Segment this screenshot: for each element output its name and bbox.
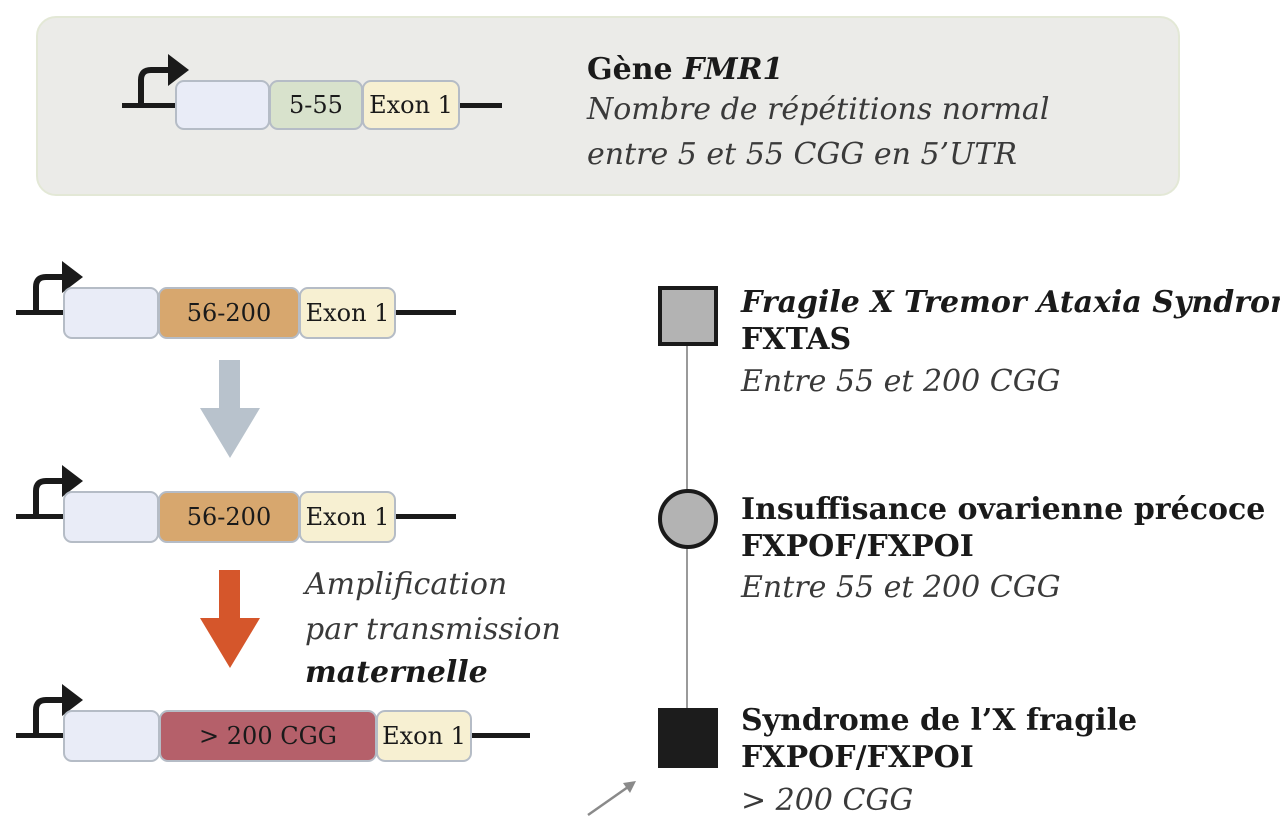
promoter-arrow-icon	[33, 684, 83, 735]
exon-label: Exon 1	[369, 91, 453, 119]
exon-box: Exon 1	[362, 80, 460, 130]
promoter-arrow-icon	[33, 261, 83, 312]
promoter-box	[63, 491, 159, 543]
header-title-prefix: Gène	[587, 52, 684, 87]
header-title: Gène FMR1	[587, 52, 783, 88]
square-black-icon	[658, 708, 718, 768]
amplification-line-3: maternelle	[305, 655, 488, 690]
repeat-label: 56-200	[186, 503, 272, 531]
phenotype-range: Entre 55 et 200 CGG	[741, 570, 1061, 605]
exon-label: Exon 1	[305, 299, 390, 327]
phenotype-title: Insuffisance ovarienne précoce	[741, 492, 1266, 527]
phenotype-title: Fragile X Tremor Ataxia Syndrome	[741, 285, 1280, 320]
pointer-arrow-icon	[587, 781, 636, 817]
phenotype-acronym: FXPOF/FXPOI	[741, 529, 974, 564]
amplification-line-1: Amplification	[305, 567, 508, 602]
repeat-box: 5-55	[269, 80, 363, 130]
repeat-box: 56-200	[158, 491, 300, 543]
repeat-label: > 200 CGG	[199, 722, 337, 750]
circle-gray-icon	[658, 489, 718, 549]
promoter-box	[63, 710, 160, 762]
exon-box: Exon 1	[299, 287, 396, 339]
amplification-arrow-icon	[200, 570, 260, 668]
exon-box: Exon 1	[299, 491, 396, 543]
header-title-gene: FMR1	[683, 52, 784, 87]
header-line-2: entre 5 et 55 CGG en 5’UTR	[587, 137, 1017, 172]
amplification-line-2: par transmission	[305, 612, 561, 647]
down-arrow-icon	[200, 360, 260, 458]
repeat-label: 56-200	[186, 299, 272, 327]
repeat-box: 56-200	[158, 287, 300, 339]
repeat-label: 5-55	[289, 91, 343, 119]
phenotype-acronym: FXTAS	[741, 322, 852, 357]
repeat-box: > 200 CGG	[159, 710, 377, 762]
phenotype-range: > 200 CGG	[741, 783, 914, 818]
square-gray-icon	[658, 286, 718, 346]
header-line-1: Nombre de répétitions normal	[587, 92, 1050, 127]
exon-box: Exon 1	[376, 710, 472, 762]
phenotype-acronym: FXPOF/FXPOI	[741, 740, 974, 775]
phenotype-range: Entre 55 et 200 CGG	[741, 364, 1061, 399]
promoter-arrow-icon	[138, 54, 189, 105]
exon-label: Exon 1	[382, 722, 466, 750]
phenotype-title: Syndrome de l’X fragile	[741, 703, 1138, 738]
exon-label: Exon 1	[305, 503, 390, 531]
promoter-arrow-icon	[33, 465, 83, 516]
promoter-box	[63, 287, 159, 339]
promoter-box	[175, 80, 270, 130]
